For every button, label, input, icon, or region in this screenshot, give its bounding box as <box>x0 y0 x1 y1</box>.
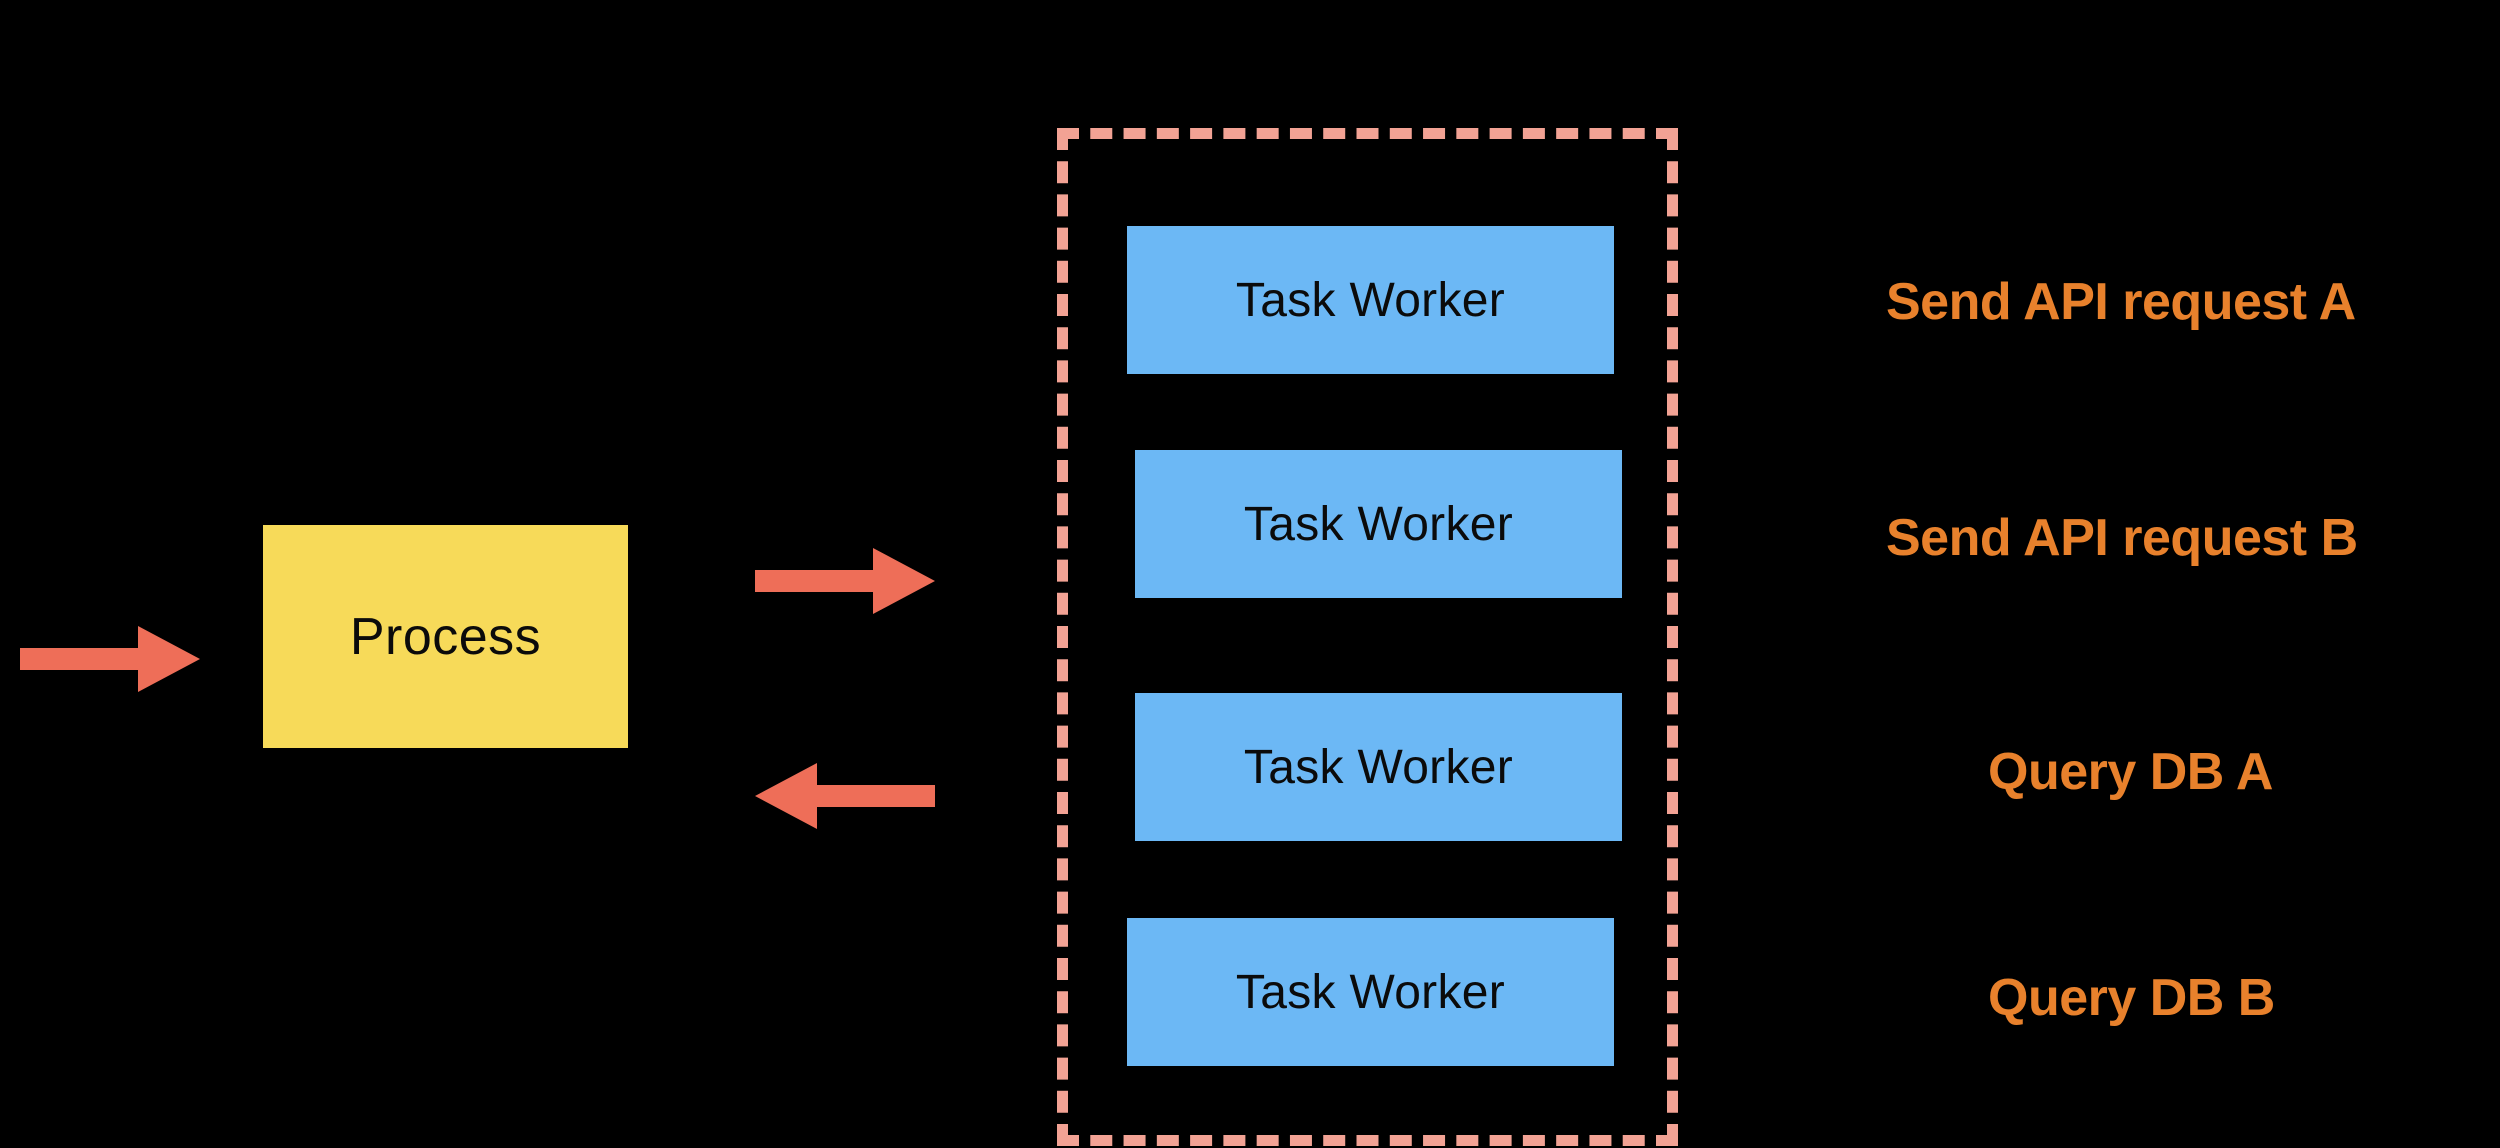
process-label: Process <box>349 607 542 666</box>
task-worker-node[interactable]: Task Worker <box>1135 693 1622 841</box>
annotation-query-db-a: Query DB A <box>1988 743 2273 801</box>
worker-pool-boundary <box>1057 128 1678 1146</box>
annotation-send-api-request-b: Send API request B <box>1886 509 2358 567</box>
task-worker-node[interactable]: Task Worker <box>1135 450 1622 598</box>
dispatch-arrow <box>755 548 935 614</box>
return-arrow <box>755 763 935 829</box>
task-worker-node[interactable]: Task Worker <box>1127 226 1614 374</box>
task-worker-node[interactable]: Task Worker <box>1127 918 1614 1066</box>
annotation-send-api-request-a: Send API request A <box>1886 273 2356 331</box>
task-worker-label: Task Worker <box>1235 273 1506 327</box>
inbound-arrow <box>20 626 200 692</box>
task-worker-label: Task Worker <box>1235 965 1506 1019</box>
task-worker-label: Task Worker <box>1243 740 1514 794</box>
task-worker-label: Task Worker <box>1243 497 1514 551</box>
process-node[interactable]: Process <box>263 525 628 748</box>
annotation-query-db-b: Query DB B <box>1988 969 2275 1027</box>
